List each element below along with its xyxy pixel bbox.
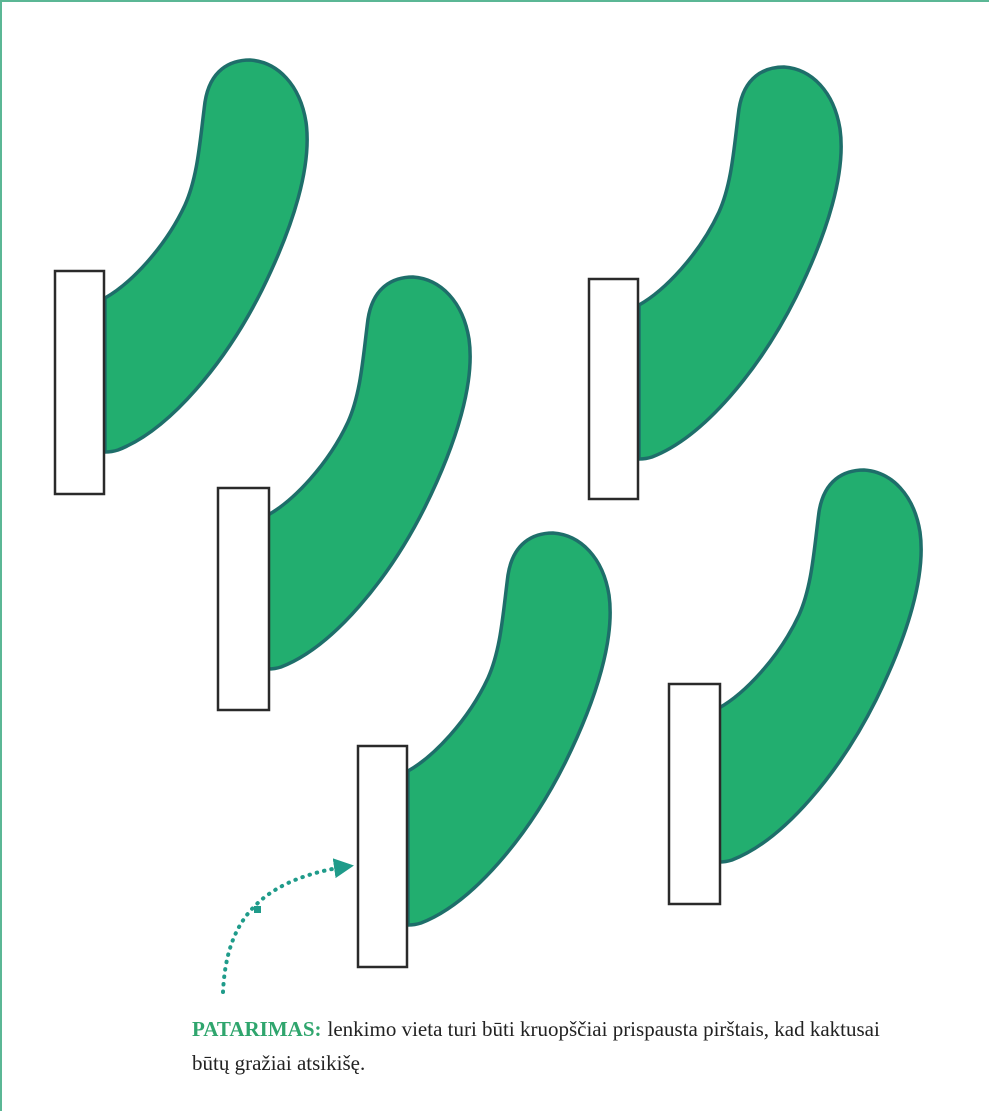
cactus-arm-1 [105,60,307,452]
cactus-group-2 [218,277,470,710]
cactus-arm-3 [639,67,841,459]
cactus-group-3 [589,67,841,499]
cactus-arm-2 [268,277,470,669]
cactus-arm-4 [408,533,610,925]
tip-label: PATARIMAS: [192,1017,322,1041]
cactus-group-1 [55,60,307,494]
cactus-base-5 [669,684,720,904]
cactus-arm-5 [719,470,921,862]
dotted-curved-arrow-icon [223,866,350,992]
tip-note: PATARIMAS:lenkimo vieta turi būti kruopš… [192,1012,912,1080]
cactus-base-1 [55,271,104,494]
cactus-base-2 [218,488,269,710]
cactus-group-5 [669,470,921,904]
arrow-dot-marker [254,906,261,913]
cactus-base-4 [358,746,407,967]
cactus-group-4 [358,533,610,967]
cactus-base-3 [589,279,638,499]
